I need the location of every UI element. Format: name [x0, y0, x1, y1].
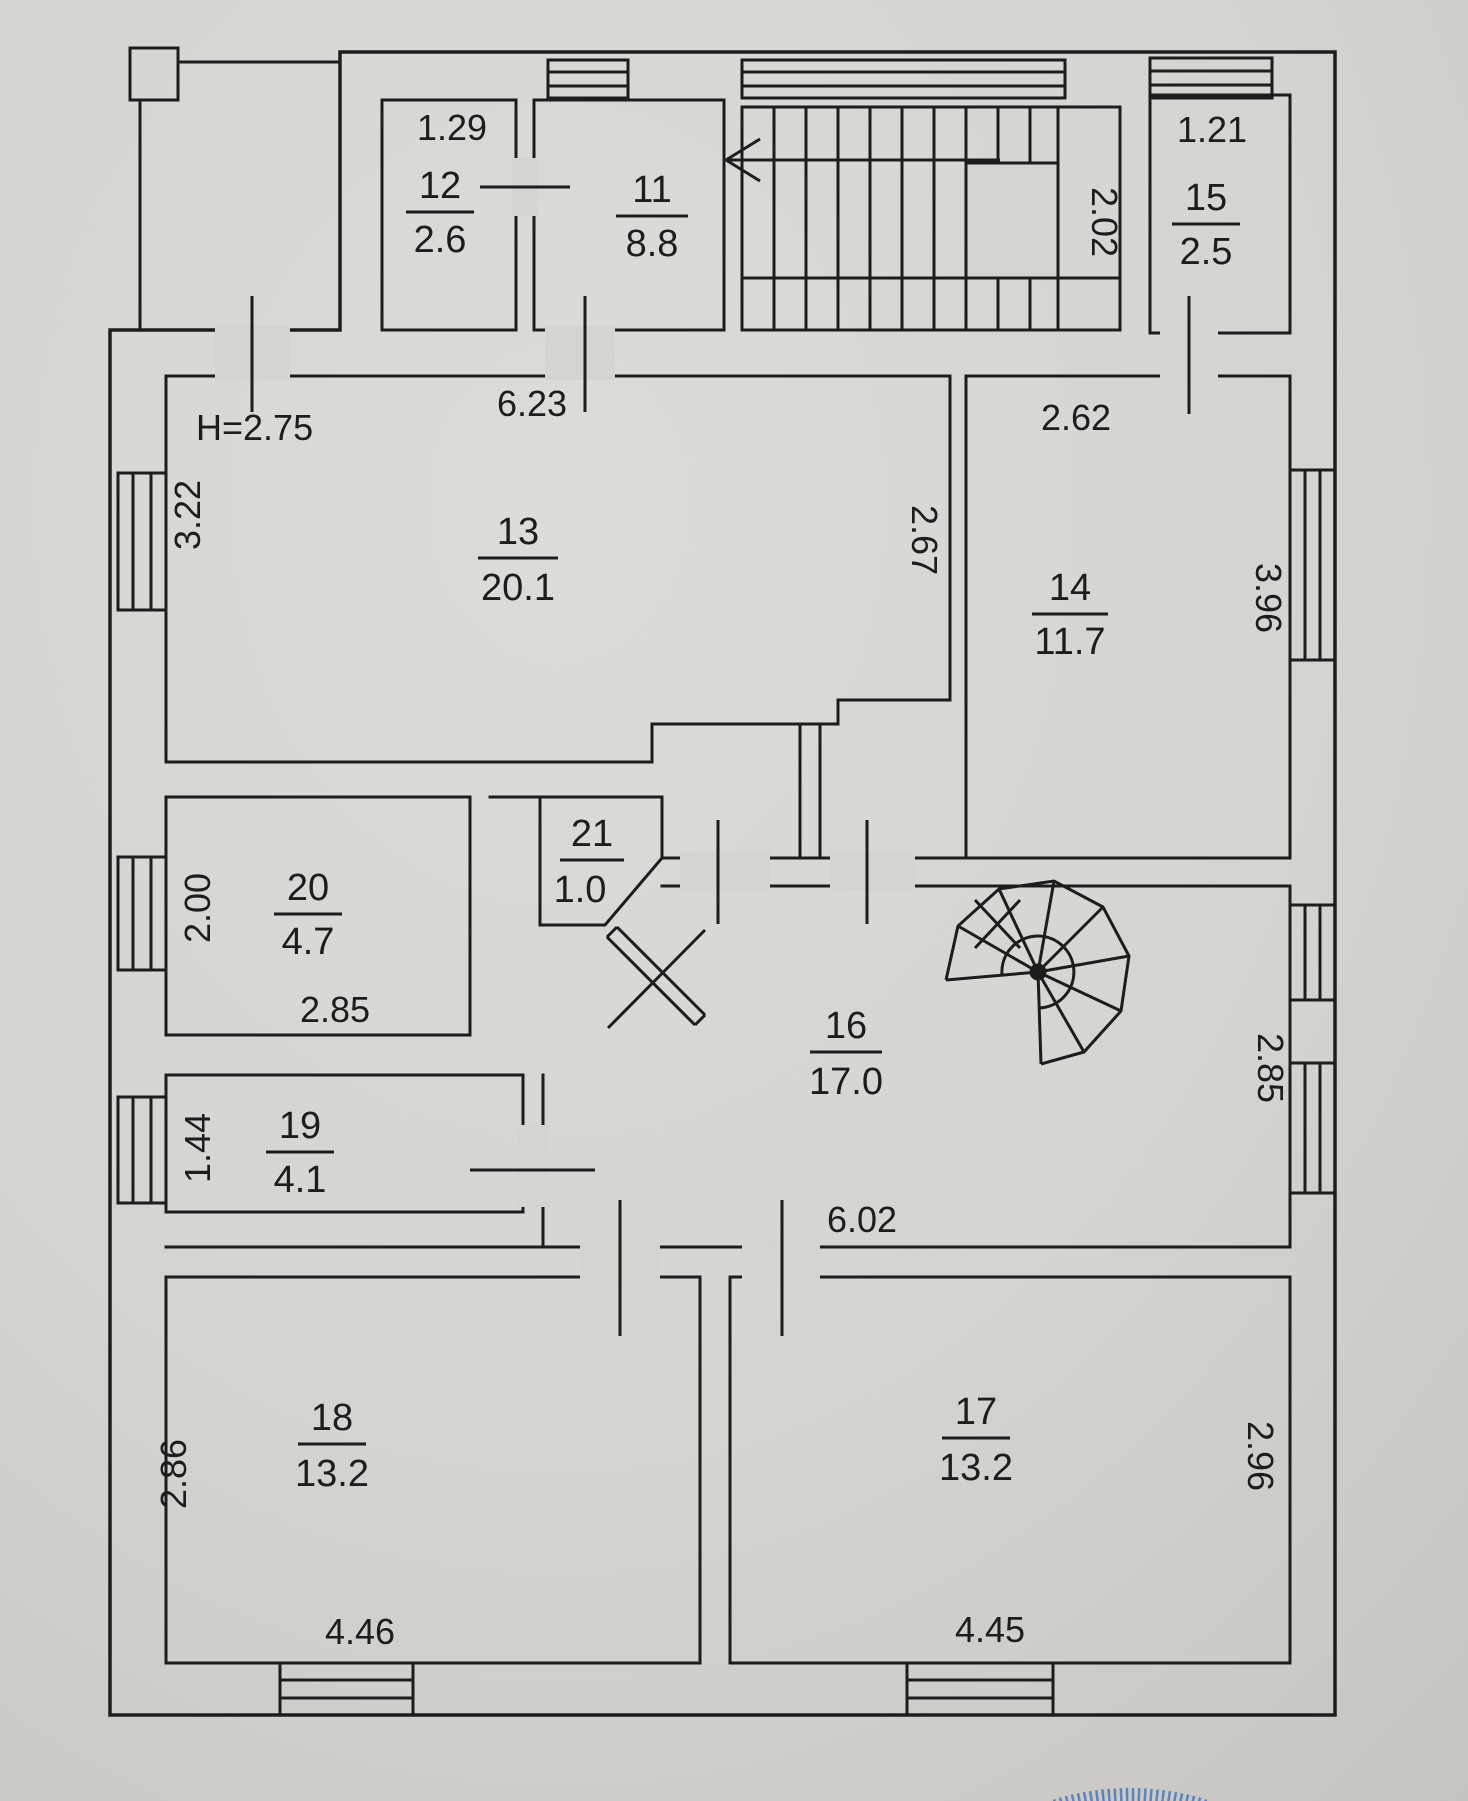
- dim-1-21: 1.21: [1177, 109, 1247, 150]
- dim-1-44: 1.44: [177, 1113, 218, 1183]
- room-13-area: 20.1: [481, 567, 555, 609]
- room-16-number: 16: [825, 1005, 867, 1047]
- dim-3-96: 3.96: [1248, 563, 1289, 633]
- dim-6-02: 6.02: [827, 1199, 897, 1240]
- room-15-area: 2.5: [1180, 231, 1233, 273]
- door-opening: [545, 326, 615, 380]
- room-11-area: 8.8: [626, 223, 679, 265]
- dim-2-96: 2.96: [1240, 1421, 1281, 1491]
- terrace-outline: [138, 60, 342, 332]
- room-13-number: 13: [497, 511, 539, 553]
- stairwell-outline: [740, 105, 1122, 332]
- room-15-outline: [1148, 93, 1292, 335]
- dim-2-85-room16: 2.85: [1250, 1033, 1291, 1103]
- room-14-area: 11.7: [1034, 621, 1105, 663]
- door-leaf-room-21: [605, 925, 707, 1030]
- door-opening: [517, 1125, 549, 1207]
- room-12-number: 12: [419, 165, 461, 207]
- room-15-number: 15: [1185, 177, 1227, 219]
- room-13-outline: [164, 374, 952, 764]
- dim-4-45: 4.45: [955, 1609, 1025, 1650]
- dim-2-86: 2.86: [153, 1439, 194, 1509]
- room-14-number: 14: [1049, 567, 1091, 609]
- dim-4-46: 4.46: [325, 1611, 395, 1652]
- chimney: [128, 46, 180, 102]
- door-opening: [830, 852, 915, 890]
- room-20-area: 4.7: [282, 921, 335, 963]
- dim-6-23: 6.23: [497, 383, 567, 424]
- stair-well: [964, 161, 1060, 280]
- room-19-area: 4.1: [274, 1159, 327, 1201]
- dim-2-62: 2.62: [1041, 397, 1111, 438]
- height-note: H=2.75: [196, 407, 313, 448]
- window: [740, 58, 1067, 100]
- dim-2-67: 2.67: [904, 505, 945, 575]
- room-16-area: 17.0: [809, 1061, 883, 1103]
- window: [1148, 56, 1274, 100]
- window: [116, 1095, 168, 1205]
- spiral-center-post: [1029, 963, 1047, 981]
- window: [1288, 903, 1337, 1002]
- window: [546, 58, 630, 100]
- room-12-area: 2.6: [414, 219, 467, 261]
- door-opening: [680, 852, 770, 890]
- step-walls: [488, 722, 822, 860]
- room-11-number: 11: [632, 169, 671, 211]
- dim-2-85-room20: 2.85: [300, 989, 370, 1030]
- room-21-number: 21: [571, 813, 613, 855]
- window: [116, 471, 168, 612]
- room-18-number: 18: [311, 1397, 353, 1439]
- room-18-outline: [164, 1275, 702, 1665]
- window: [278, 1661, 415, 1717]
- dim-2-00: 2.00: [177, 873, 218, 943]
- dim-2-02: 2.02: [1084, 187, 1125, 257]
- outer-wall: [108, 50, 1337, 1717]
- room-18-area: 13.2: [295, 1453, 369, 1495]
- door-ticks: [250, 185, 1191, 1336]
- room-19-number: 19: [279, 1105, 321, 1147]
- window: [905, 1661, 1055, 1717]
- window: [1288, 468, 1337, 662]
- room-17-number: 17: [955, 1391, 997, 1433]
- window: [1288, 1061, 1337, 1195]
- room-17-area: 13.2: [939, 1447, 1013, 1489]
- room-20-number: 20: [287, 867, 329, 909]
- dim-3-22: 3.22: [167, 480, 208, 550]
- stair-direction-arrow: [725, 137, 1000, 183]
- room-21-outline: [538, 795, 664, 927]
- room-21-area: 1.0: [554, 869, 607, 911]
- dim-1-29: 1.29: [417, 107, 487, 148]
- spiral-staircase: [944, 879, 1131, 1066]
- window: [116, 855, 168, 972]
